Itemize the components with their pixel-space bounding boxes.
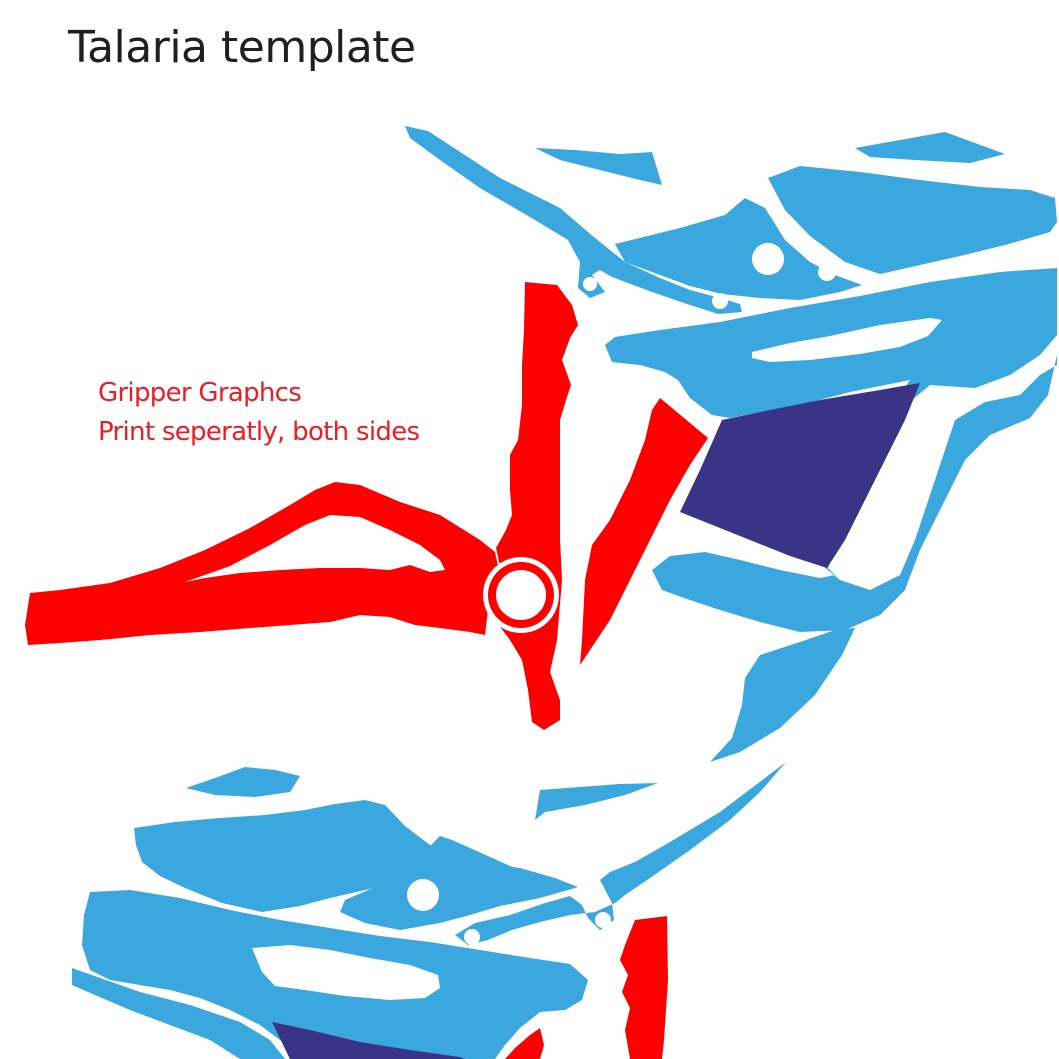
- cutout-slot: [252, 945, 440, 1000]
- gripper-vertical: [490, 282, 578, 730]
- cutout-hole: [595, 912, 611, 928]
- cutout-hole: [818, 263, 836, 281]
- right-strip-decal: [855, 132, 1005, 163]
- mid-panel-decal: [615, 198, 862, 300]
- upper-blue-decals: [405, 126, 1057, 762]
- seat-panel-decal: [768, 166, 1057, 274]
- top-strip-decal: [535, 148, 662, 185]
- cutout-hole: [999, 377, 1015, 393]
- lower-left-arc-decal: [72, 968, 285, 1059]
- cutout-hole: [712, 293, 728, 309]
- lower-left-strip-decal: [186, 767, 300, 797]
- cutout-slot: [752, 318, 942, 362]
- cutout-hole: [407, 879, 439, 911]
- cutout-hole: [752, 243, 784, 275]
- page-title: Talaria template: [68, 22, 416, 73]
- lower-seat-decal: [134, 800, 578, 912]
- lower-mid-panel-decal: [340, 836, 575, 930]
- lower-mid-strip-decal: [535, 783, 658, 820]
- gripper-diagonal: [580, 398, 708, 665]
- cutout-hole: [464, 929, 480, 945]
- note-line-1: Gripper Graphcs: [98, 378, 302, 408]
- gripper-window: [185, 515, 445, 582]
- print-note: Gripper Graphcs Print seperatly, both si…: [98, 374, 420, 452]
- cutout-hole: [583, 277, 597, 291]
- lower-arm-decal: [455, 762, 786, 945]
- navy-panel-decal: [680, 383, 920, 568]
- lower-cutouts: [252, 879, 611, 1000]
- note-line-2: Print seperatly, both sides: [98, 417, 420, 447]
- lower-red-grippers: [505, 916, 668, 1059]
- lower-gripper-vertical: [620, 916, 668, 1059]
- lower-gripper-diagonal: [505, 1028, 544, 1059]
- gripper-ring-hole: [496, 570, 546, 620]
- lower-blue-decals: [72, 762, 786, 1059]
- lower-fragment-decal: [710, 628, 855, 762]
- upper-arm-decal: [405, 126, 742, 314]
- upper-cutouts: [583, 243, 1015, 393]
- lower-navy-panel-decal: [272, 1022, 465, 1059]
- upper-red-grippers: [25, 282, 708, 730]
- side-panel-decal: [605, 268, 1057, 632]
